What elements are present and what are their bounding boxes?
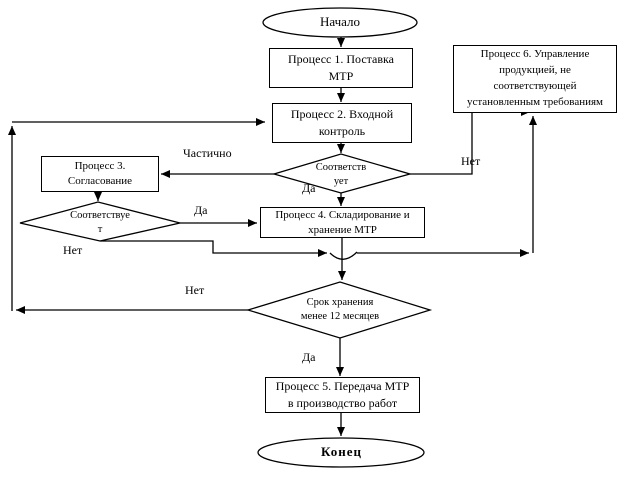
label-yes-decision3: Да xyxy=(302,350,316,364)
decision1-diamond xyxy=(271,153,413,194)
end-terminator-shape xyxy=(257,437,425,468)
node-process-2: Процесс 2. Входной контроль xyxy=(272,103,412,143)
edge-d1-no-to-p6 xyxy=(410,113,473,175)
node-shapes xyxy=(19,7,433,468)
node-process-6: Процесс 6. Управление продукцией, не соо… xyxy=(453,45,617,113)
node-start-label: Начало xyxy=(319,14,361,30)
start-terminator-shape xyxy=(262,7,418,38)
label-yes-decision2: Да xyxy=(194,203,208,217)
node-end-label: Конец xyxy=(320,444,363,460)
line-jump-arc xyxy=(329,251,358,260)
edge-d2-no-segment1 xyxy=(100,240,327,257)
label-no-decision1: Нет xyxy=(461,154,481,168)
node-decision-2-label: Соответствуе т xyxy=(70,210,130,235)
decision3-diamond xyxy=(245,281,433,339)
label-partial: Частично xyxy=(183,146,232,160)
label-no-decision3: Нет xyxy=(185,283,205,297)
node-decision-1-label: Соответств ует xyxy=(315,162,367,187)
node-decision-3-label: Срок хранения менее 12 месяцев xyxy=(300,297,380,322)
node-process-3: Процесс 3. Согласование xyxy=(41,156,159,192)
decision2-diamond xyxy=(19,201,181,242)
node-process-5: Процесс 5. Передача МТР в производство р… xyxy=(265,377,420,413)
node-process-1: Процесс 1. Поставка МТР xyxy=(269,48,413,88)
connectors xyxy=(7,37,537,436)
label-yes-decision1: Да xyxy=(302,181,316,195)
label-no-decision2: Нет xyxy=(63,243,83,257)
node-process-4: Процесс 4. Складирование и хранение МТР xyxy=(260,207,425,238)
